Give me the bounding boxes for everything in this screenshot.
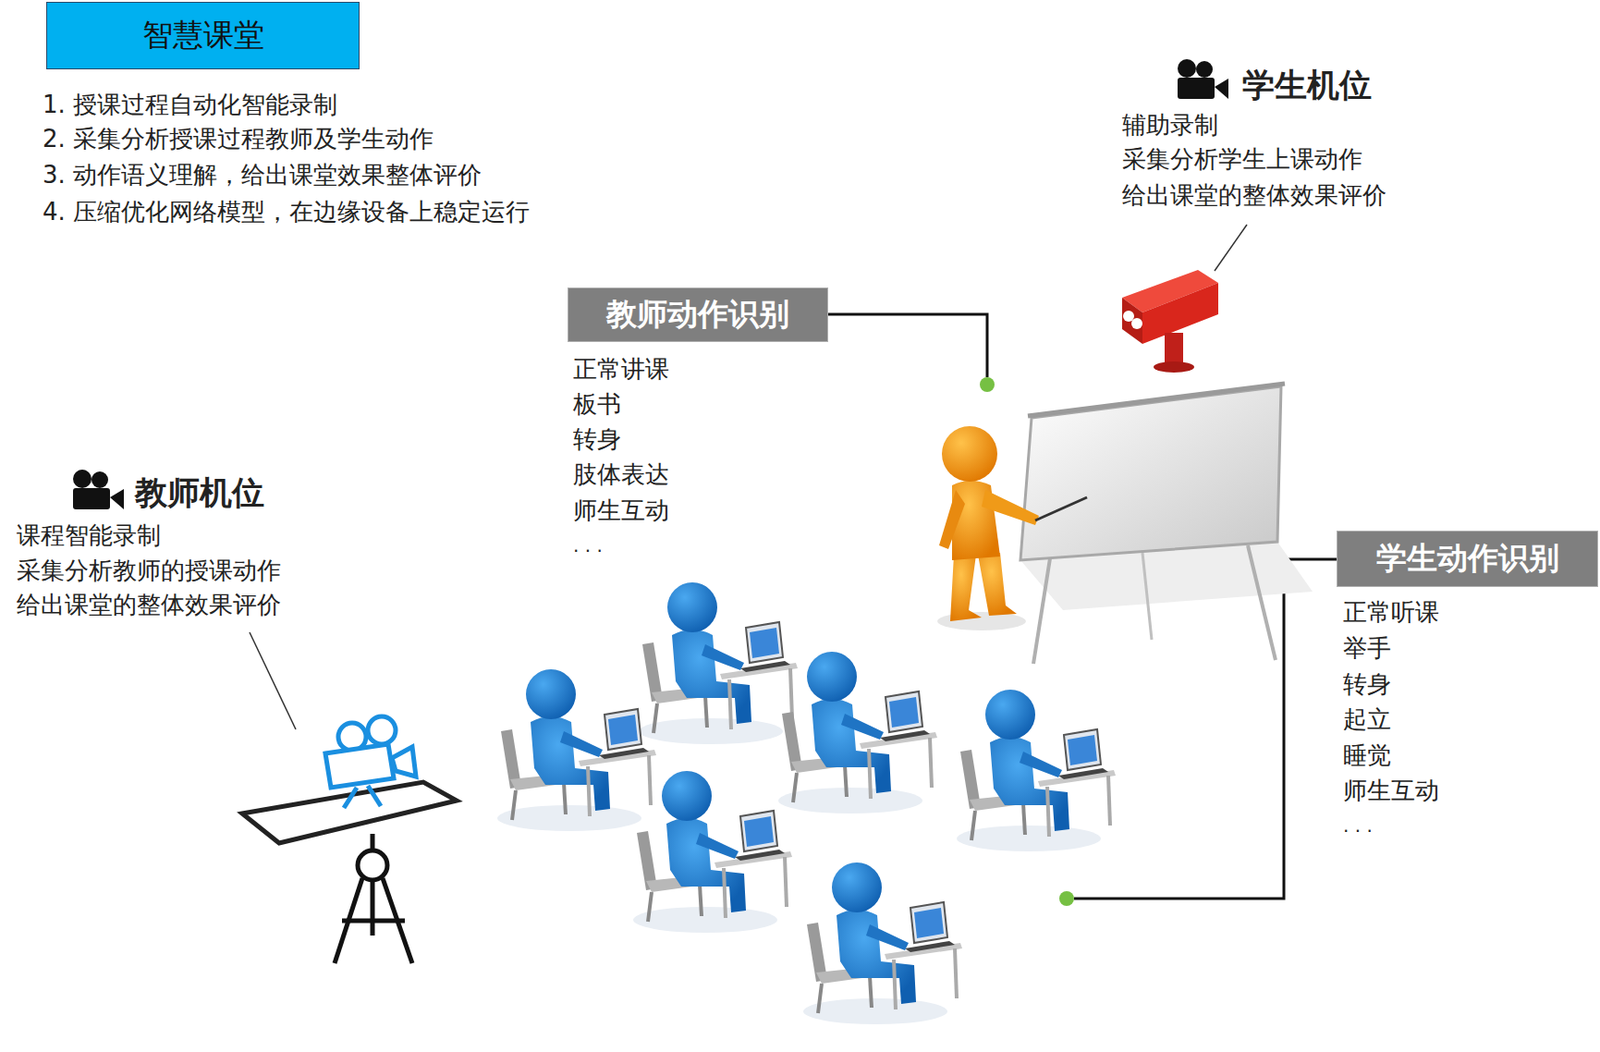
- camera-duty: 采集分析教师的授课动作: [16, 556, 281, 586]
- camera-duty: 辅助录制: [1122, 110, 1219, 140]
- camera-heading: 学生机位: [1242, 65, 1372, 105]
- action-item: 肢体表达: [573, 460, 670, 489]
- goal-item: 3. 动作语义理解，给出课堂效果整体评价: [42, 160, 482, 190]
- camera-duty: 给出课堂的整体效果评价: [1122, 181, 1387, 210]
- action-item: 举手: [1343, 634, 1392, 663]
- goal-item: 4. 压缩优化网络模型，在边缘设备上稳定运行: [42, 197, 530, 227]
- action-item: 转身: [573, 425, 622, 454]
- ellipsis: . . .: [573, 534, 603, 557]
- camera-duty: 课程智能录制: [16, 521, 161, 550]
- action-item: 正常讲课: [573, 354, 670, 384]
- category-box: 教师动作识别: [567, 287, 829, 342]
- category-box: 学生动作识别: [1336, 530, 1599, 587]
- action-item: 师生互动: [1343, 776, 1440, 806]
- action-item: 起立: [1343, 705, 1392, 734]
- goal-item: 2. 采集分析授课过程教师及学生动作: [42, 124, 434, 154]
- title-box: 智慧课堂: [46, 1, 360, 70]
- camera-heading: 教师机位: [134, 473, 265, 513]
- camera-duty: 采集分析学生上课动作: [1122, 145, 1363, 174]
- action-item: 转身: [1343, 670, 1392, 699]
- box-title: 教师动作识别: [606, 293, 790, 336]
- action-item: 板书: [573, 390, 622, 419]
- camera-duty: 给出课堂的整体效果评价: [16, 590, 281, 620]
- action-item: 师生互动: [573, 496, 670, 526]
- box-title: 智慧课堂: [142, 14, 265, 57]
- goal-item: 1. 授课过程自动化智能录制: [42, 90, 338, 120]
- action-item: 正常听课: [1343, 598, 1440, 627]
- action-item: 睡觉: [1343, 741, 1392, 770]
- ellipsis: . . .: [1343, 814, 1373, 837]
- box-title: 学生动作识别: [1376, 537, 1560, 580]
